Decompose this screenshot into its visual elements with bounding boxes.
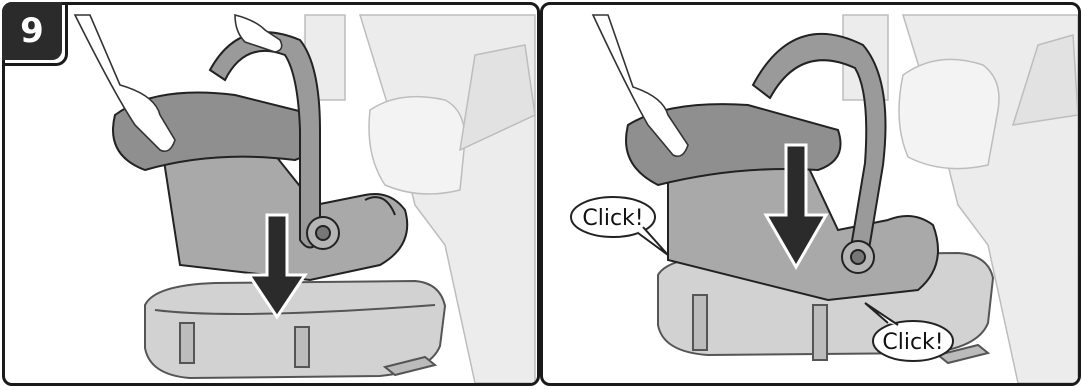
isofix-base [145,281,445,378]
click-label: Click! [882,330,943,355]
panel-lower-seat [2,2,540,386]
click-callout: Click! [571,197,668,255]
click-label: Click! [582,206,643,231]
step-number: 9 [20,11,44,51]
illustration-seat-clicked: Click! Click! [543,5,1078,383]
infant-car-seat [626,34,938,300]
step-number-badge: 9 [2,2,62,60]
illustration-lower-seat [5,5,537,383]
infant-car-seat [113,32,407,280]
panel-seat-clicked: Click! Click! [540,2,1081,386]
